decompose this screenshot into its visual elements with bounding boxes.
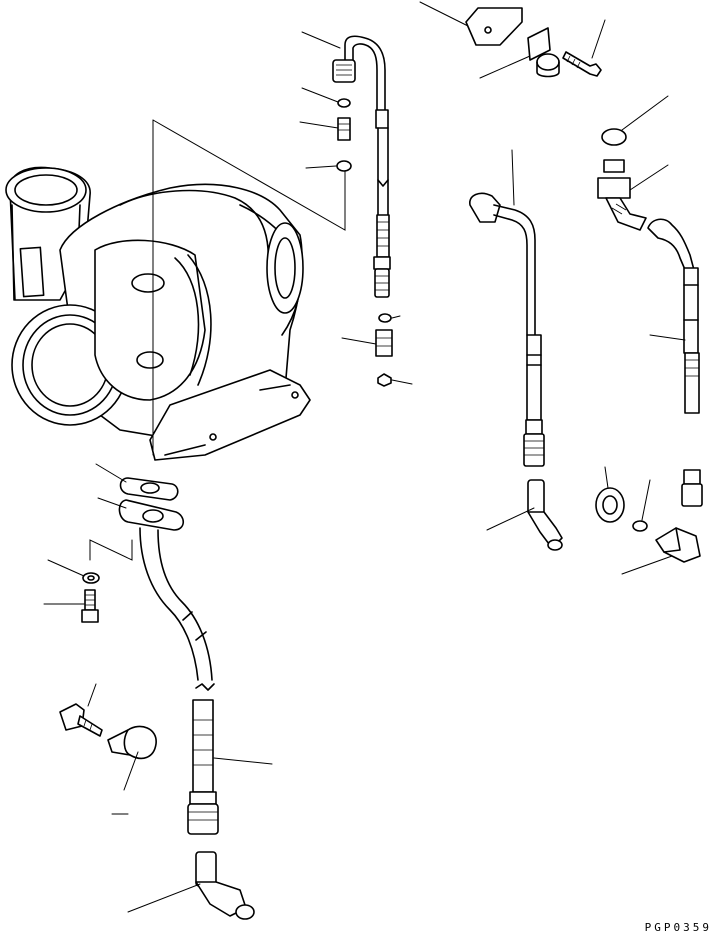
washers-and-adapters-upper	[336, 98, 393, 387]
drawing-code-label: PGP0359	[644, 921, 712, 934]
elbow-fitting-bottom	[195, 851, 255, 920]
elbow-fitting-right	[655, 527, 701, 563]
elbow-fitting-center-right	[527, 479, 563, 551]
bracket-and-bolt	[465, 7, 602, 78]
clamp-and-bolt	[59, 703, 157, 760]
washer-and-bolt-left	[81, 572, 100, 623]
oil-inlet-hose	[332, 35, 391, 298]
oil-hose-right-b	[597, 128, 703, 507]
oil-hose-right-a	[469, 192, 545, 467]
gaskets	[118, 477, 185, 531]
turbocharger	[5, 166, 311, 461]
oil-drain-tube	[139, 527, 219, 835]
union-nut-and-oring	[595, 487, 648, 532]
